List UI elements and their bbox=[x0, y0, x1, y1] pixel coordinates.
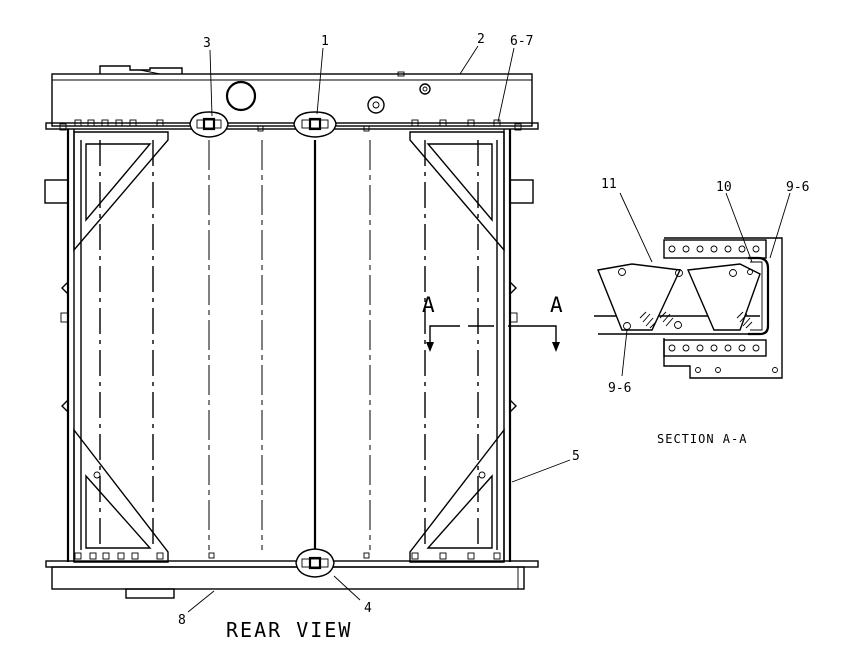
top-right-gusset bbox=[409, 131, 505, 252]
callout-3: 3 bbox=[203, 36, 211, 51]
clamp-4 bbox=[295, 548, 335, 578]
clamp-1 bbox=[293, 111, 337, 138]
callout-1: 1 bbox=[321, 34, 329, 49]
callout-4: 4 bbox=[364, 601, 372, 616]
callout-10: 10 bbox=[716, 180, 732, 195]
section-mark-right: A bbox=[550, 293, 563, 317]
callout-5: 5 bbox=[572, 449, 580, 464]
clamp-3 bbox=[189, 111, 229, 138]
section-mark-left: A bbox=[422, 293, 435, 317]
section-cut-line bbox=[426, 325, 560, 352]
section-caption: SECTION A-A bbox=[657, 432, 747, 446]
top-bolt-row bbox=[59, 119, 522, 132]
callout-2: 2 bbox=[477, 32, 485, 47]
leader-lines bbox=[187, 45, 791, 613]
view-title: REAR VIEW bbox=[226, 618, 352, 642]
bottom-right-gusset bbox=[409, 427, 505, 563]
callout-9-6-top: 9-6 bbox=[786, 180, 809, 195]
radiator-core bbox=[44, 129, 534, 562]
bottom-left-gusset bbox=[73, 427, 169, 563]
callout-11: 11 bbox=[601, 177, 617, 192]
top-left-gusset bbox=[73, 131, 169, 252]
callout-9-6-bottom: 9-6 bbox=[608, 381, 631, 396]
top-tank bbox=[45, 65, 539, 130]
callout-8: 8 bbox=[178, 613, 186, 628]
section-a-a-detail bbox=[594, 237, 783, 379]
bottom-tank bbox=[45, 552, 539, 599]
callout-6-7: 6-7 bbox=[510, 34, 533, 49]
